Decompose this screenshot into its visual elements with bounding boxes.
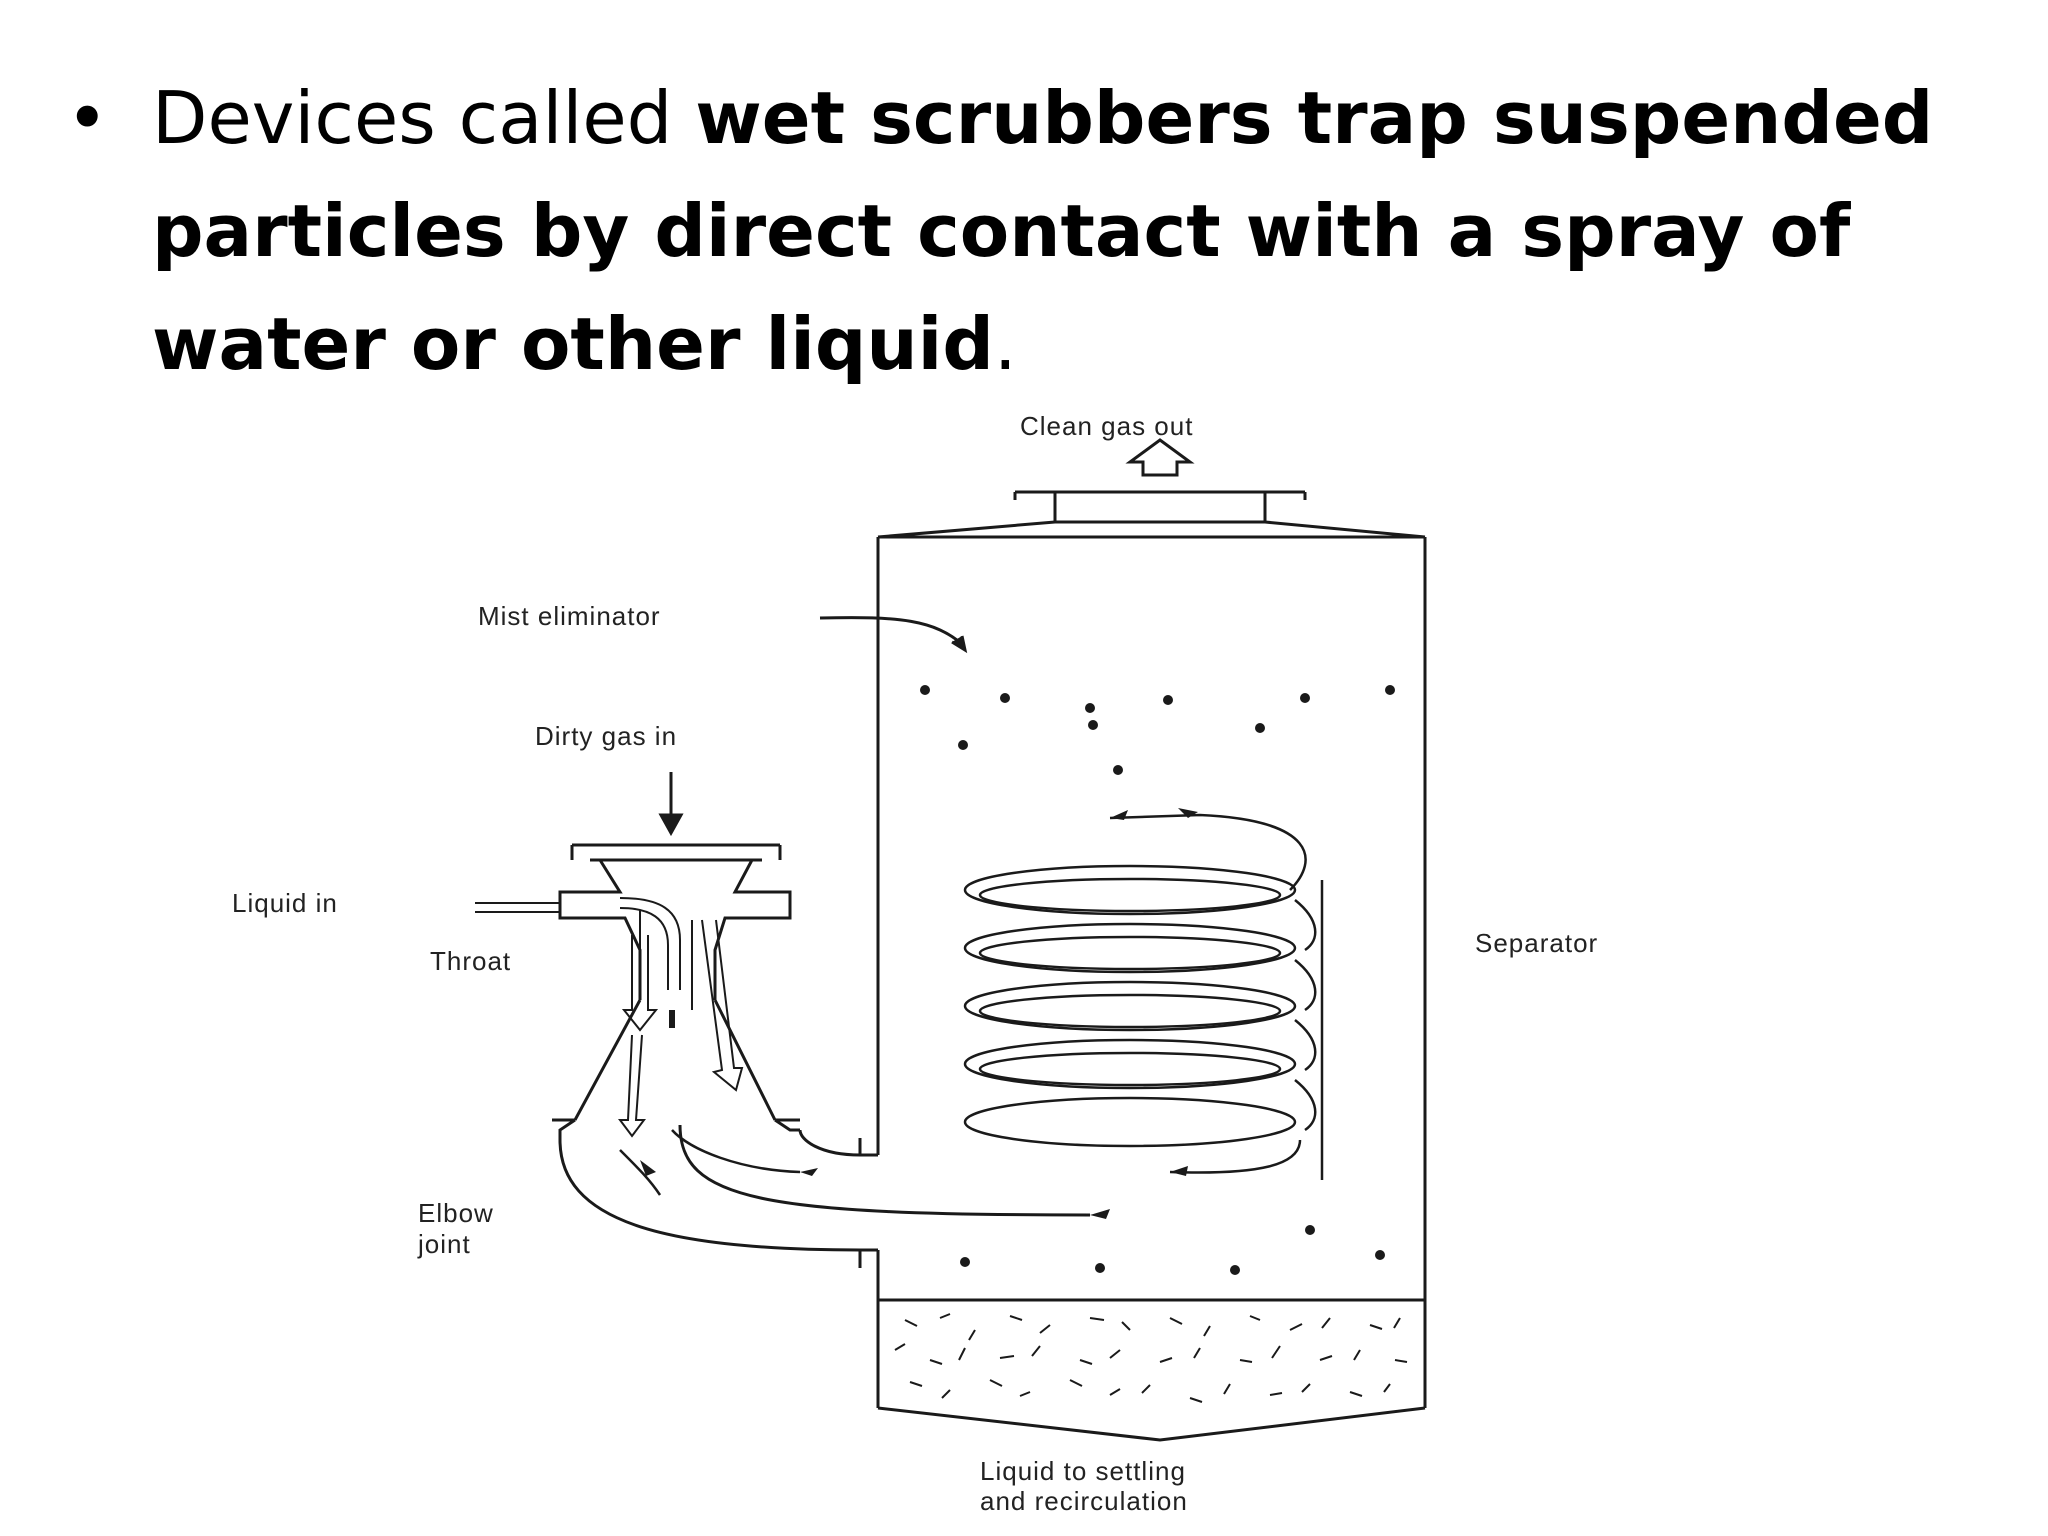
label-liquid-out-line2: and recirculation <box>980 1486 1188 1516</box>
dirty-gas-arrow <box>658 772 684 837</box>
bullet-text-bold: wet scrubbers trap suspended particles b… <box>152 76 1934 386</box>
bullet-text-end: . <box>993 302 1017 386</box>
droplets <box>640 685 1395 1275</box>
swirl-flow-arrows <box>619 1129 801 1196</box>
elbow-joint <box>558 1124 1091 1252</box>
throat-flow-arrows <box>618 919 744 1138</box>
gas-outlet-pipe <box>1013 490 1307 524</box>
separator-vessel <box>858 520 1427 1442</box>
clean-gas-arrow-icon <box>1125 438 1195 477</box>
bullet-marker: • <box>66 76 109 160</box>
separator-spiral <box>963 813 1324 1180</box>
label-throat: Throat <box>430 946 511 976</box>
label-liquid-in: Liquid in <box>232 888 338 918</box>
diagram-labels: Clean gas out Mist eliminator Dirty gas … <box>232 411 1598 1516</box>
liquid-pool-texture <box>894 1313 1408 1403</box>
label-elbow-joint-line1: Elbow <box>418 1198 494 1228</box>
bullet-text: Devices called wet scrubbers trap suspen… <box>152 62 2012 401</box>
label-clean-gas-out: Clean gas out <box>1020 411 1193 441</box>
label-elbow-joint-line2: joint <box>417 1229 471 1259</box>
label-mist-eliminator: Mist eliminator <box>478 601 661 631</box>
venturi-throat <box>552 843 800 1140</box>
bullet-text-intro: Devices called <box>152 76 696 160</box>
liquid-inlet-pipe <box>475 897 681 1000</box>
label-dirty-gas-in: Dirty gas in <box>535 721 677 751</box>
label-liquid-out-line1: Liquid to settling <box>980 1456 1186 1486</box>
mist-eliminator-arrow <box>819 616 964 647</box>
label-separator: Separator <box>1475 928 1598 958</box>
